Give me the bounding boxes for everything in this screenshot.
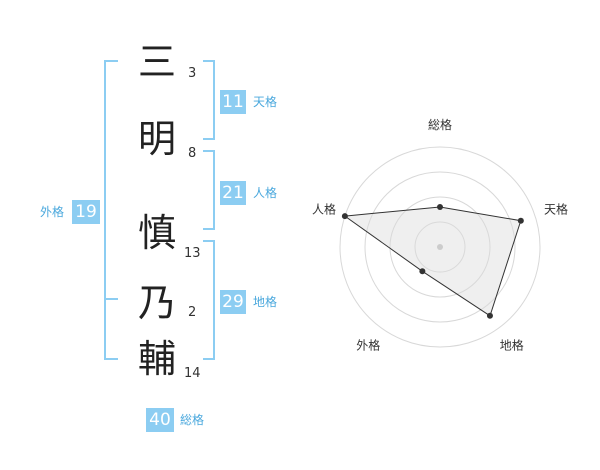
tenkaku-value-badge: 11 [220,90,246,114]
radar-point-5 [341,213,348,220]
gaikaku-bracket [104,60,118,360]
name-char-5: 輔 [137,337,176,381]
stroke-count-2: 8 [188,146,197,161]
radar-axis-label-3: 地格 [500,338,524,353]
soukaku-value-badge: 40 [146,408,174,432]
radar-ring-4 [339,146,541,348]
name-char-4: 乃 [137,281,176,325]
radar-point-4 [419,268,426,275]
gaikaku-label: 外格 [40,205,65,219]
stroke-count-4: 2 [188,305,197,320]
gaikaku-bracket-tick [104,298,118,300]
stroke-count-3: 13 [184,246,201,261]
radar-center-dot [437,244,443,250]
tenkaku-bracket [203,60,215,140]
stroke-count-5: 14 [184,366,201,381]
name-char-2: 明 [137,117,176,161]
chikaku-value-badge: 29 [220,290,246,314]
chikaku-label: 地格 [253,295,278,309]
radar-point-2 [517,217,524,224]
radar-axis-label-4: 外格 [356,338,380,353]
radar-grid [339,146,541,348]
tenkaku-label: 天格 [253,95,278,109]
radar-ring-3 [364,171,516,323]
chikaku-bracket [203,240,215,360]
radar-ring-1 [414,221,466,273]
radar-series-area [343,206,522,317]
jinkaku-bracket [203,150,215,230]
jinkaku-label: 人格 [253,186,278,200]
radar-axis-label-2: 天格 [544,201,568,216]
jinkaku-value-badge: 21 [220,181,246,205]
radar-ring-2 [389,196,491,298]
name-char-3: 慎 [137,211,176,255]
name-char-1: 三 [137,40,176,84]
radar-axis-label-1: 総格 [428,117,452,132]
stroke-count-1: 3 [188,66,197,81]
soukaku-label: 総格 [180,413,205,427]
gaikaku-value-badge: 19 [72,200,100,224]
radar-point-1 [437,204,443,210]
radar-point-3 [486,312,493,319]
radar-axis-label-5: 人格 [312,201,336,216]
radar-points [341,204,524,319]
